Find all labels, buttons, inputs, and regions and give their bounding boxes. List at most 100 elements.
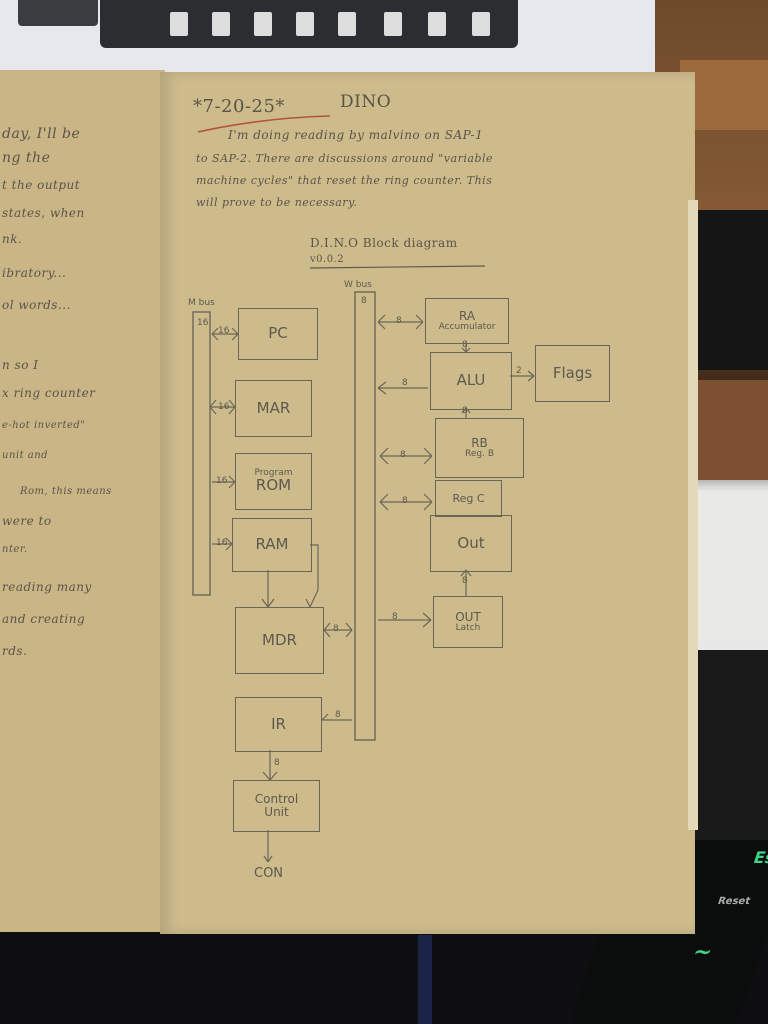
flags-label: Flags [552,363,593,382]
regc-label: Reg C [452,491,485,505]
outlatch-width: 8 [392,612,398,622]
entry-date: *7-20-25* [193,96,285,117]
w-bus-width: 8 [361,296,367,306]
left-page-line: e-hot inverted" [2,420,86,431]
file-thumbnail [428,12,446,36]
flags-width: 2 [516,366,522,376]
mar-label: MAR [256,398,291,417]
left-page-line: nk. [2,232,23,246]
rom-label: ROM [255,476,292,495]
m-bus-label: M bus [188,298,215,308]
m-bus [192,311,211,596]
control-unit-label: Unit [264,805,289,819]
left-page-line: nter. [2,544,28,555]
date-underline [197,115,331,133]
mdr-block: MDR [235,607,324,674]
rb-width: 8 [400,450,406,460]
shelf-object [695,210,768,370]
regc-width: 8 [402,496,408,506]
rb-sublabel: Reg. B [465,448,494,459]
paragraph-line: to SAP-2. There are discussions around "… [196,152,494,165]
title-underline [309,265,486,269]
out-latch-sublabel: Latch [455,622,481,633]
ram-width: 16 [216,538,228,548]
rom-sublabel: Program [254,467,293,478]
out-block: Out [430,515,512,572]
left-page-line: x ring counter [2,386,96,400]
flags-block: Flags [535,345,610,402]
w-bus-label: W bus [344,280,372,290]
pc-width: 16 [218,326,230,336]
left-page-line: ibratory... [2,266,67,280]
entry-title: DINO [340,92,392,112]
latch-out-width: 8 [462,576,468,586]
left-page-line: ng the [2,150,51,166]
left-page-line: and creating [2,612,86,626]
mar-block: MAR [235,380,312,437]
left-page-line: were to [2,514,52,528]
bus-arrows [209,314,535,863]
out-latch-label: OUT [455,609,481,624]
ram-block: RAM [232,518,312,572]
w-bus [354,291,376,741]
control-output-label: CON [254,866,284,881]
mar-width: 16 [218,402,230,412]
notebook-left-page [0,70,165,932]
alu-label: ALU [456,371,486,390]
pc-label: PC [268,324,288,343]
ir-width: 8 [335,710,341,720]
ra-label: RA [458,308,476,323]
ir-cu-width: 8 [274,758,280,768]
mdr-label: MDR [262,630,297,649]
left-page-line: rds. [2,644,28,658]
ir-label: IR [271,714,286,733]
file-thumbnail [384,12,402,36]
diagram-title: D.I.N.O Block diagram [310,236,458,250]
monitor-file-browser [100,0,518,48]
shelf-picture [695,490,768,640]
bookmark-ribbon [418,935,432,1024]
left-page-line: t the output [2,178,81,192]
file-thumbnail [212,12,230,36]
left-page-line: reading many [2,580,92,594]
left-page-line: n so I [2,358,39,372]
left-page-line: ol words... [2,298,71,312]
paragraph-line: will prove to be necessary. [196,196,358,209]
regc-block: Reg C [435,480,502,517]
out-label: Out [457,533,485,552]
ram-label: RAM [255,535,289,554]
rb-alu-width: 8 [462,406,468,416]
paragraph-line: I'm doing reading by malvino on SAP-1 [228,128,484,142]
m-bus-width: 16 [197,318,209,328]
ra-sublabel: Accumulator [438,321,496,332]
file-thumbnail [338,12,356,36]
file-thumbnail [296,12,314,36]
file-thumbnail [254,12,272,36]
left-page-line: states, when [2,206,85,220]
rb-label: RB [471,435,488,450]
monitor-window [18,0,98,26]
diagram-version: v0.0.2 [310,254,345,265]
alu-block: ALU [430,352,512,410]
ir-block: IR [235,697,322,752]
rom-width: 16 [216,476,228,486]
pc-block: PC [238,308,318,360]
control-unit-label: Control [254,792,299,807]
notebook-right-page [160,72,695,934]
ra-width: 8 [396,316,402,326]
page-edges [688,200,698,830]
shelf-board [690,380,768,480]
file-thumbnail [472,12,490,36]
paragraph-line: machine cycles" that reset the ring coun… [196,174,493,187]
left-page-line: unit and [2,450,49,461]
alu-width: 8 [402,378,408,388]
ra-alu-width: 8 [462,340,468,350]
left-page-line: day, I'll be [2,126,81,142]
file-thumbnail [170,12,188,36]
